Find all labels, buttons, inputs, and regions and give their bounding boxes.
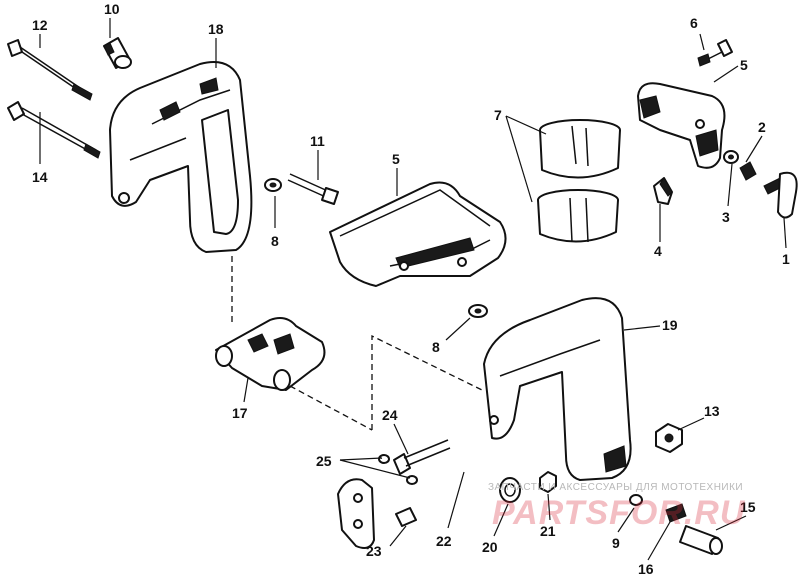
callout-5-center: 5 <box>392 151 400 167</box>
part-4-pad <box>653 177 673 205</box>
callout-5-right: 5 <box>740 57 748 73</box>
callout-24: 24 <box>382 407 398 423</box>
part-1-thumb-screw <box>763 171 798 219</box>
callout-4: 4 <box>654 243 662 259</box>
part-8-washer-middle <box>468 304 488 318</box>
part-7-bushings <box>537 119 621 243</box>
part-11-pin <box>287 173 339 205</box>
callout-11: 11 <box>310 133 325 149</box>
callout-9: 9 <box>612 535 620 551</box>
part-24-stud <box>393 439 451 475</box>
part-2-set-screw <box>739 161 757 181</box>
part-22-lever <box>337 478 375 549</box>
part-9-washer <box>629 494 643 506</box>
callout-25: 25 <box>316 453 332 469</box>
callout-16: 16 <box>638 561 654 577</box>
part-3-washer <box>723 150 739 164</box>
part-15-pin <box>679 525 723 555</box>
part-5-clamp-body <box>329 181 507 287</box>
callout-21: 21 <box>540 523 556 539</box>
callout-23: 23 <box>366 543 382 559</box>
part-14-long-bolt <box>7 101 101 159</box>
callout-8-middle: 8 <box>432 339 440 355</box>
callout-15: 15 <box>740 499 756 515</box>
callout-14: 14 <box>32 169 48 185</box>
callout-17: 17 <box>232 405 248 421</box>
part-8-washer-upper <box>264 178 282 192</box>
part-23-pin <box>395 507 417 527</box>
part-6-screw <box>697 39 733 67</box>
part-17-link <box>215 317 326 391</box>
part-16-clip <box>665 503 687 523</box>
part-21-nut <box>539 471 557 493</box>
callout-2: 2 <box>758 119 766 135</box>
part-19-swivel-bracket <box>483 297 632 481</box>
part-12-long-bolt <box>7 39 93 101</box>
part-13-nut <box>655 423 683 453</box>
assembly-line-17-25 <box>289 385 373 431</box>
callout-22: 22 <box>436 533 452 549</box>
assembly-line-17-19 <box>371 334 483 430</box>
callout-8-upper: 8 <box>271 233 279 249</box>
callout-20: 20 <box>482 539 498 555</box>
callout-19: 19 <box>662 317 678 333</box>
callout-10: 10 <box>104 1 120 17</box>
leader-lines <box>39 18 787 561</box>
callout-18: 18 <box>208 21 224 37</box>
part-18-bracket <box>109 61 253 253</box>
callout-7: 7 <box>494 107 502 123</box>
callout-3: 3 <box>722 209 730 225</box>
callout-12: 12 <box>32 17 48 33</box>
part-10-nut <box>103 37 132 69</box>
callout-13: 13 <box>704 403 720 419</box>
callout-6: 6 <box>690 15 698 31</box>
callout-1: 1 <box>782 251 790 267</box>
part-20-washer <box>499 477 521 503</box>
part-5-clamp-bracket <box>637 82 726 169</box>
